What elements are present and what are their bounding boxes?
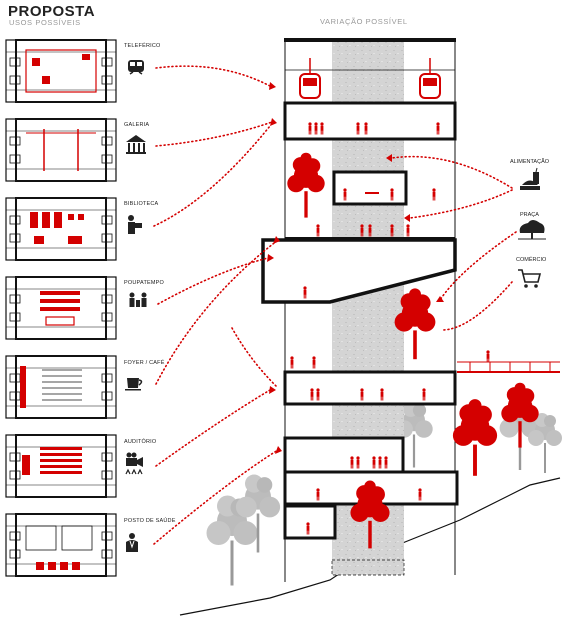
cable-car-cabin	[419, 58, 441, 99]
section-title: VARIAÇÃO POSSÍVEL	[320, 17, 408, 26]
terrace-bridge	[457, 350, 560, 373]
floor-plan-biblioteca	[5, 197, 117, 261]
person-figure	[312, 356, 316, 369]
auditorio-level	[283, 436, 405, 474]
use-label-praca: PRAÇA	[520, 212, 539, 218]
coffee-cup-icon	[125, 378, 143, 391]
shopping-cart-icon	[518, 269, 542, 288]
use-label-galeria: GALERIA	[124, 122, 150, 128]
cable-car-level	[285, 58, 455, 99]
floor-plan-teleferico	[5, 39, 117, 103]
person-figure	[316, 224, 320, 237]
museum-icon	[126, 135, 146, 154]
food-icon	[520, 167, 540, 190]
floor-plan-galeria	[5, 118, 117, 182]
person-figure	[290, 356, 294, 369]
floor-plan-poupatempo	[5, 276, 117, 340]
connector-lines	[153, 65, 517, 545]
biblioteca-level	[332, 170, 408, 206]
foyer-level	[283, 370, 457, 406]
use-label-posto-de-saude: POSTO DE SAÚDE	[124, 518, 176, 524]
use-label-poupatempo: POUPATEMPO	[124, 280, 164, 286]
arrow-heads	[267, 82, 444, 454]
page-title: PROPOSTA	[8, 3, 96, 20]
red-tree	[452, 399, 498, 476]
service-desk-icon	[129, 292, 147, 307]
person-figure	[406, 224, 410, 237]
use-label-auditorio: AUDITÓRIO	[124, 439, 157, 445]
red-tree	[287, 152, 325, 218]
floor-plan-posto-de-saude	[5, 513, 117, 577]
projector-icon	[125, 452, 143, 475]
poupatempo-level	[261, 238, 457, 304]
doctor-icon	[126, 533, 138, 552]
use-label-foyer-cafe: FOYER / CAFÉ	[124, 360, 165, 366]
use-label-teleferico: TELEFÉRICO	[124, 43, 161, 49]
cable-car-icon	[128, 60, 144, 75]
tree-icon	[518, 220, 546, 240]
use-label-alimentacao: ALIMENTAÇÃO	[510, 159, 550, 165]
floor-plan-foyer-cafe	[5, 355, 117, 419]
table	[365, 192, 379, 194]
cable-car-cabin	[299, 58, 321, 99]
galeria-level	[283, 101, 457, 141]
page-subtitle: USOS POSSÍVEIS	[9, 18, 81, 27]
person-figure	[432, 188, 436, 201]
use-label-comercio: COMÉRCIO	[516, 257, 547, 263]
floor-plan-auditorio	[5, 434, 117, 498]
saude-level-lower	[283, 504, 337, 540]
reader-icon	[128, 215, 142, 234]
ground-line	[179, 477, 561, 616]
use-label-biblioteca: BIBLIOTECA	[124, 201, 159, 207]
